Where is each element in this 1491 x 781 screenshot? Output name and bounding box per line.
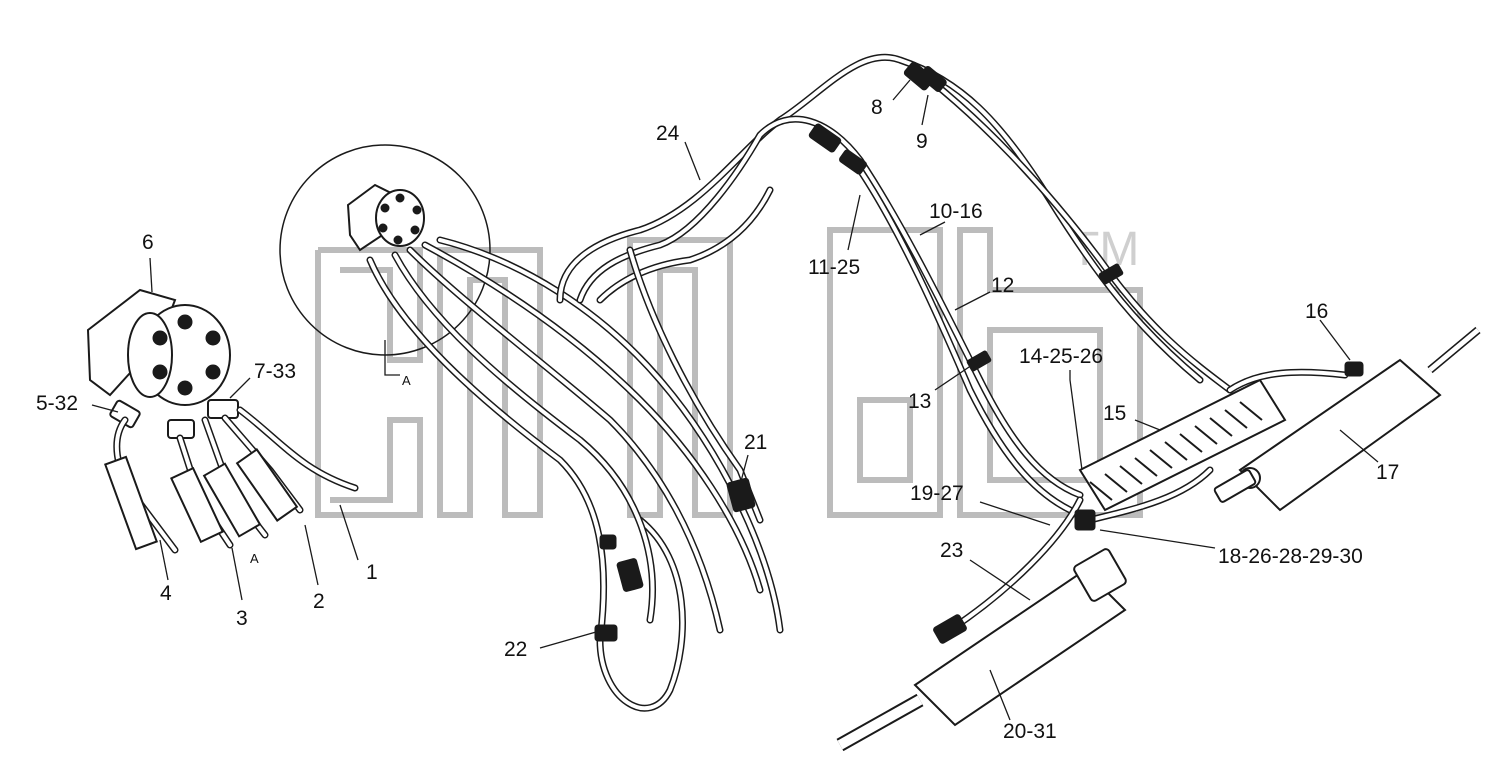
callout-22: 22 [504, 638, 527, 661]
callout-19-27: 19-27 [910, 482, 964, 505]
callout-6: 6 [142, 231, 154, 254]
callout-2: 2 [313, 590, 325, 613]
watermark-logo: TM [315, 223, 1143, 518]
callout-10-16: 10-16 [929, 200, 983, 223]
callout-9: 9 [916, 130, 928, 153]
callout-13: 13 [908, 390, 931, 413]
hydraulic-cylinder-17 [1213, 326, 1481, 512]
callout-12: 12 [991, 274, 1014, 297]
detail-circle-a: A [279, 144, 491, 388]
callout-1: 1 [366, 561, 378, 584]
flange-bolts [152, 314, 221, 396]
callout-3: 3 [236, 607, 248, 630]
callout-17: 17 [1376, 461, 1399, 484]
callout-14-25-26: 14-25-26 [1019, 345, 1103, 368]
callout-18-26-28-29-30: 18-26-28-29-30 [1218, 545, 1363, 568]
callout-4: 4 [160, 582, 172, 605]
callout-15: 15 [1103, 402, 1126, 425]
hydraulic-cylinder-20-31 [836, 466, 1214, 752]
callout-11-25: 11-25 [808, 256, 860, 279]
callout-16: 16 [1305, 300, 1328, 323]
callout-24: 24 [656, 122, 680, 145]
callout-23: 23 [940, 539, 963, 562]
callout-8: 8 [871, 96, 883, 119]
callout-21: 21 [744, 431, 767, 454]
oil-cooler [1078, 378, 1287, 512]
callout-20-31: 20-31 [1003, 720, 1057, 743]
pump-body [127, 312, 173, 398]
detail-ref-a: A [402, 373, 411, 388]
main-hose-harness [366, 53, 1481, 752]
fittings [594, 61, 1124, 642]
callout-labels: 1 2 3 4 5-32 6 7-33 8 9 10-16 11-25 12 1… [36, 96, 1399, 743]
callout-5-32: 5-32 [36, 392, 78, 415]
section-label-a: A [250, 551, 259, 566]
pump-detail-view: A [86, 288, 359, 566]
leader-lines [91, 79, 1379, 721]
callout-7-33: 7-33 [254, 360, 296, 383]
